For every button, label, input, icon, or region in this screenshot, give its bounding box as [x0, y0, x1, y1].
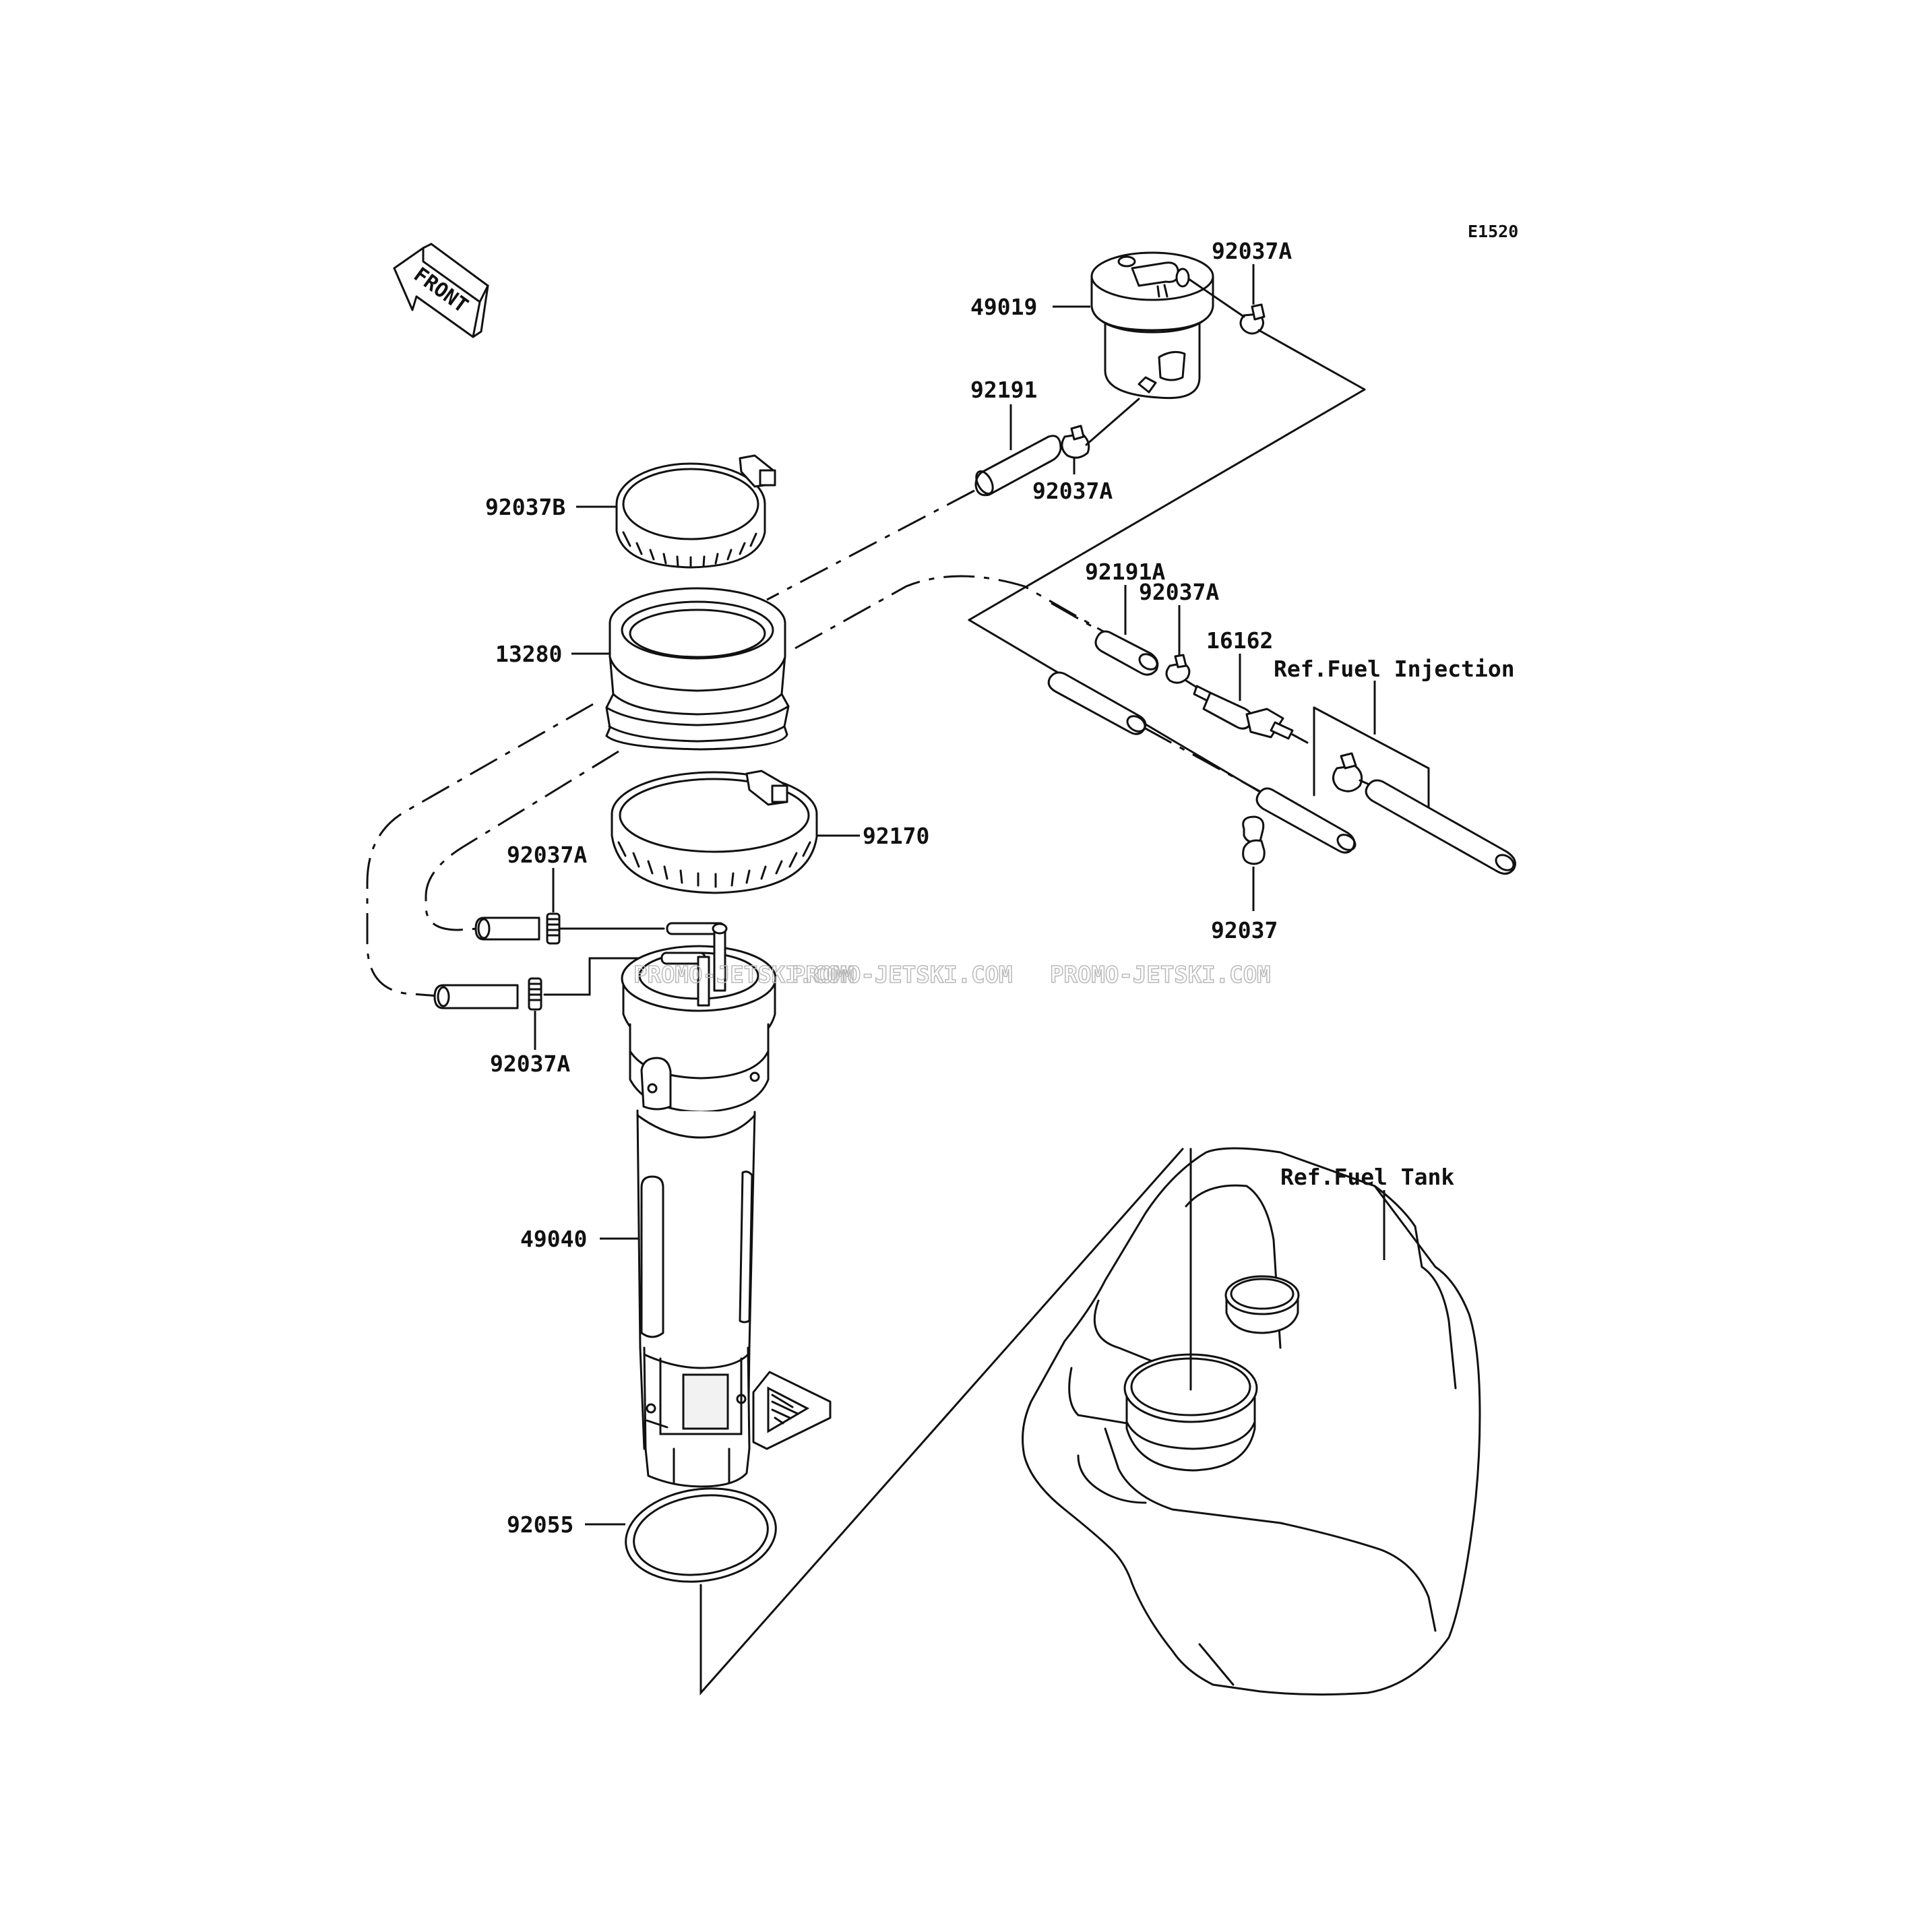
callout-13280: 13280: [495, 641, 562, 667]
small-hose-lower-left: [433, 984, 519, 1009]
callout-92037A-mid: 92037A: [1032, 478, 1113, 504]
callout-92037A-upper-left: 92037A: [507, 842, 587, 868]
fuel-hose-92191: [974, 435, 1062, 497]
callout-92037A-top: 92037A: [1212, 238, 1292, 264]
fuel-pump-assembly-49040: [621, 922, 832, 1488]
hose-clip-92037A-upper-left: [546, 912, 561, 945]
callout-16162: 16162: [1206, 627, 1273, 654]
callout-92037: 92037: [1211, 917, 1278, 943]
ref-fuel-injection-label: Ref.Fuel Injection: [1274, 656, 1515, 682]
band-clamp-92037B: [615, 454, 776, 569]
o-ring-92055: [625, 1487, 777, 1583]
diagram-code: E1520: [1468, 222, 1518, 241]
watermark-text-3: PROMO-JETSKI.COM: [1050, 962, 1271, 989]
fuel-hose-lower: [1047, 671, 1147, 735]
fuel-tank-reference: [1022, 1147, 1481, 1696]
front-arrow-icon: FRONT: [393, 243, 489, 338]
band-clamp-92170: [611, 770, 818, 894]
small-hose-upper-left: [474, 916, 540, 941]
hose-clip-92037A-lower-left: [528, 977, 542, 1011]
callout-92191: 92191: [970, 377, 1037, 403]
fuel-hose-injection: [1365, 779, 1516, 875]
callout-92191A: 92191A: [1085, 559, 1165, 585]
fuel-hose-short: [1255, 787, 1357, 854]
watermark-text-2: PROMO-JETSKI.COM: [792, 962, 1013, 989]
hose-clamp-injection: [1332, 752, 1363, 792]
callout-92037A-right: 92037A: [1139, 579, 1219, 605]
ref-fuel-tank-label: Ref.Fuel Tank: [1280, 1164, 1454, 1190]
callout-92037A-lower-left: 92037A: [490, 1051, 570, 1077]
callout-92170: 92170: [863, 823, 929, 849]
hose-clamp-92037A-mid: [1061, 425, 1090, 459]
watermark: PROMO-JETSKI.COM PROMO-JETSKI.COM PROMO-…: [633, 961, 1271, 989]
hose-clamp-92037A-top: [1239, 303, 1266, 335]
callout-49040: 49040: [520, 1226, 587, 1252]
fuel-hose-92191A: [1094, 630, 1159, 676]
rubber-coupler-13280: [605, 587, 790, 751]
callout-92055: 92055: [507, 1512, 573, 1538]
hose-clamp-92037A-right: [1165, 654, 1191, 684]
watermark-text-1: PROMO-JETSKI.COM: [633, 962, 854, 989]
fuel-filter-49019: [1090, 251, 1214, 400]
hose-clip-92037: [1242, 815, 1266, 865]
fitting-16162: [1193, 685, 1294, 740]
callout-49019: 49019: [970, 294, 1037, 320]
callout-92037B: 92037B: [485, 494, 565, 520]
